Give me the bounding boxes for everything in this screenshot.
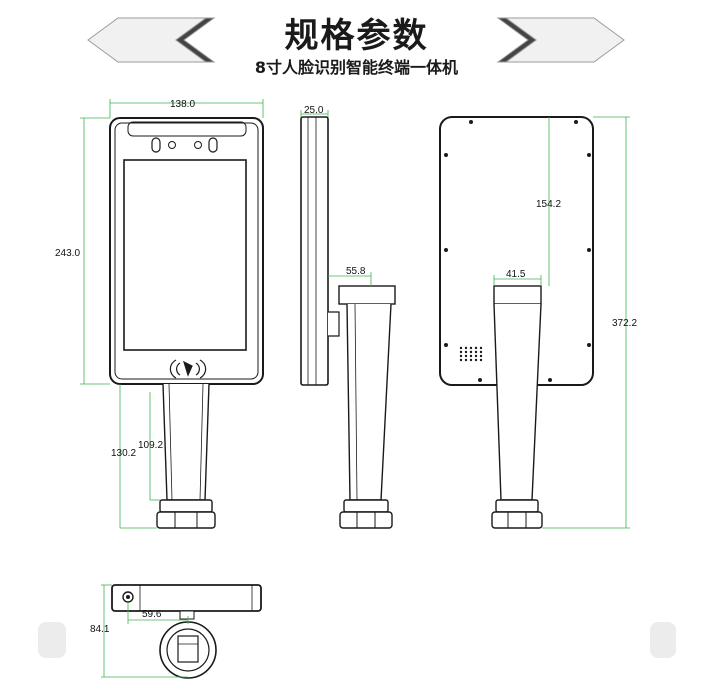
page-title: 规格参数: [284, 16, 429, 56]
dim-side-bracket: 55.8: [346, 266, 366, 277]
side-view: [300, 116, 396, 529]
speaker-grille: [459, 346, 483, 362]
dim-front-width: 138.0: [170, 99, 195, 110]
back-dimension-lines: [493, 116, 630, 529]
dim-stand-outer: 130.2: [111, 448, 136, 459]
left-chevron-decoration: [87, 17, 216, 63]
nfc-icon: [169, 359, 207, 379]
dim-front-height: 243.0: [55, 248, 80, 259]
dim-bottom-depth: 84.1: [90, 624, 110, 635]
bottom-view: [111, 584, 262, 679]
dim-side-thickness: 25.0: [304, 105, 324, 116]
dim-total-height: 372.2: [612, 318, 637, 329]
left-band: [38, 622, 66, 658]
page-subtitle: 8寸人脸识别智能终端一体机: [254, 58, 459, 77]
bottom-dimension-lines: [101, 584, 189, 678]
dim-stand-inner: 109.2: [138, 440, 163, 451]
front-dimension-lines: [80, 99, 264, 529]
camera-icon: [151, 137, 161, 153]
screw-holes: [444, 120, 591, 382]
back-view: [439, 116, 594, 529]
dim-back-offset: 154.2: [536, 199, 561, 210]
right-chevron-decoration: [496, 17, 625, 63]
front-view: [109, 117, 264, 529]
dim-back-bracket: 41.5: [506, 269, 526, 280]
side-dimension-lines: [300, 110, 372, 286]
dim-bottom-offset: 59.6: [142, 609, 162, 620]
right-band: [650, 622, 676, 658]
